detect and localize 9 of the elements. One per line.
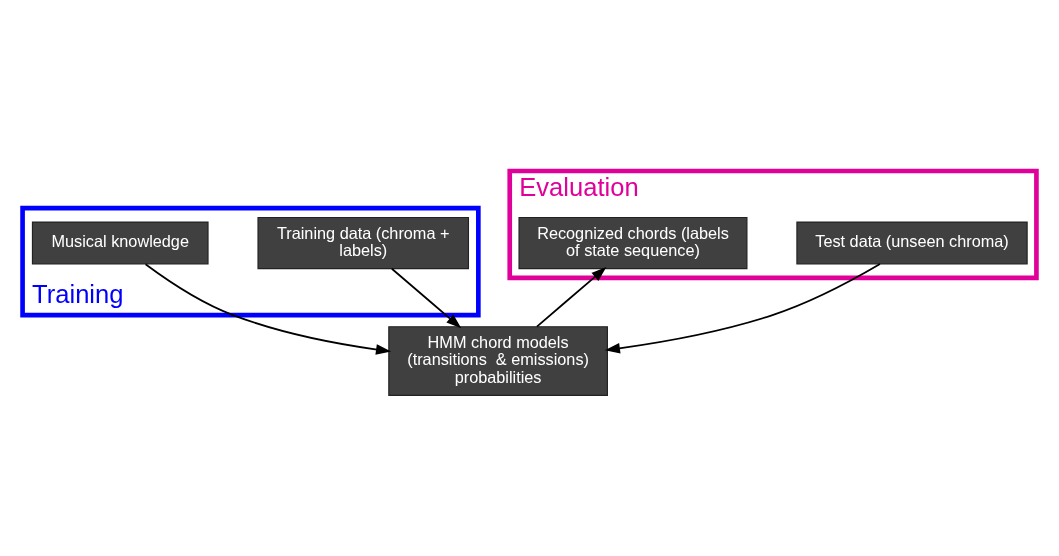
node-box: Test data (unseen chroma) (796, 221, 1028, 265)
node-box: Musical knowledge (31, 221, 209, 265)
node-box: Recognized chords (labels of state sequence) (518, 216, 748, 269)
arrow (604, 262, 881, 353)
arrow (144, 262, 392, 355)
node-box: HMM chord models (transitions & emissions) probabilities (388, 325, 608, 396)
arrow (536, 266, 607, 327)
node-box: Training data (chroma + labels) (257, 216, 470, 269)
arrow (390, 267, 462, 328)
